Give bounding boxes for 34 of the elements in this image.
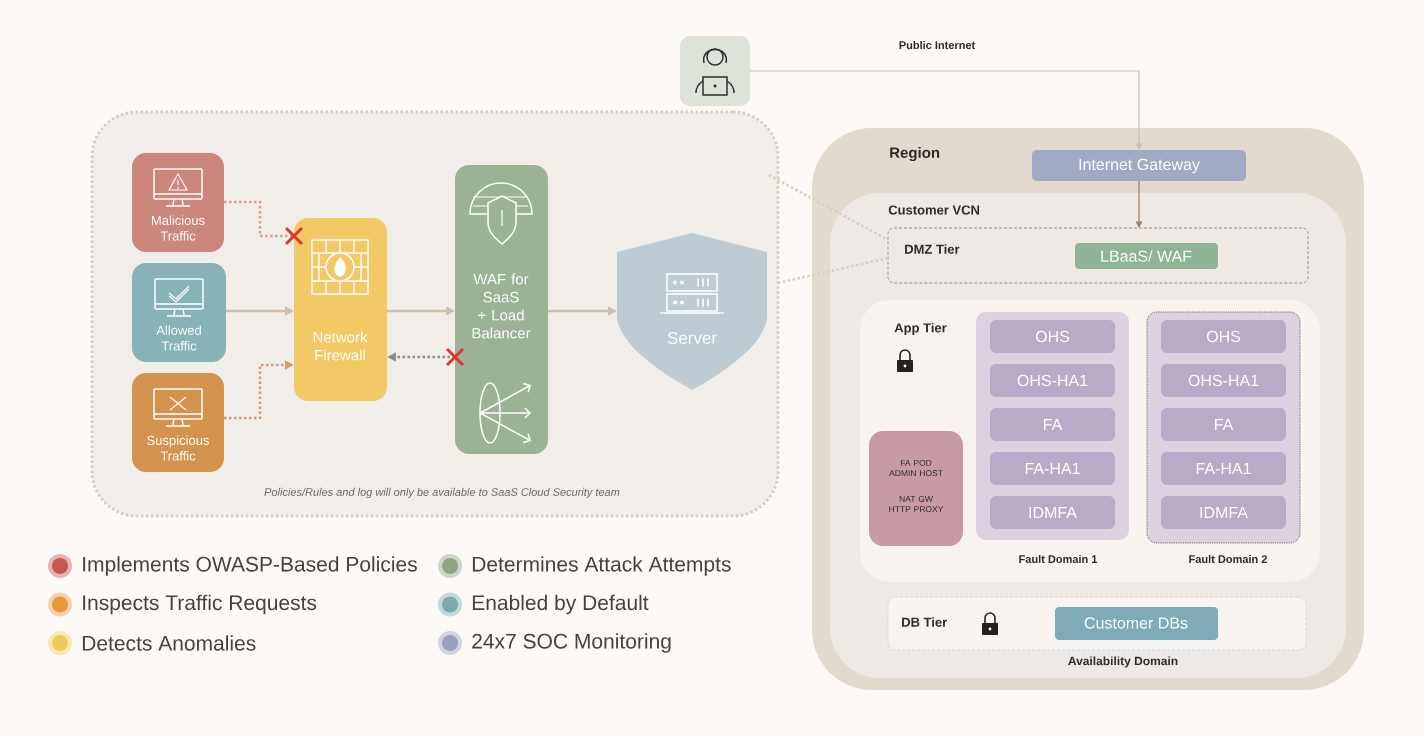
traffic-box: Suspicious Traffic <box>132 373 224 472</box>
server-shield: Server <box>617 233 767 390</box>
legend-text: 24x7 SOC Monitoring <box>472 633 671 653</box>
service-box: LBaaS/ WAF <box>1075 243 1218 269</box>
traffic-box: Malicious Traffic <box>132 153 224 252</box>
server-box: IDMFA <box>1161 496 1286 529</box>
server-box: OHS <box>1161 320 1286 353</box>
server-box: OHS-HA1 <box>990 364 1115 397</box>
arrow <box>749 70 1143 150</box>
node-label: Fault Domain 1 <box>1019 554 1098 564</box>
legend-text: Determines Attack Attempts <box>472 556 731 576</box>
gateway-box: Internet Gateway <box>1032 150 1246 181</box>
server-box: FA-HA1 <box>1161 452 1286 485</box>
waf-box: WAF for SaaS + Load Balancer <box>455 165 548 454</box>
server-box: IDMFA <box>990 496 1115 529</box>
server-box: FA <box>990 408 1115 441</box>
connector-line <box>768 173 889 242</box>
connector-line <box>777 256 889 285</box>
person-icon <box>680 36 750 106</box>
legend-text: Implements OWASP-Based Policies <box>83 556 417 576</box>
database-box: Customer DBs <box>1055 607 1218 640</box>
domain-label: Availability Domain <box>1068 656 1178 668</box>
server-box: OHS <box>990 320 1115 353</box>
traffic-box: Allowed Traffic <box>132 263 226 362</box>
node-label: Fault Domain 2 <box>1189 554 1267 564</box>
legend-text: Enabled by Default <box>472 594 649 615</box>
host-box: FA POD ADMIN HOST NAT GW HTTP PROXY <box>869 431 963 546</box>
network-label: Public Internet <box>899 40 976 50</box>
server-box: OHS-HA1 <box>1161 364 1286 397</box>
legend-text: Inspects Traffic Requests <box>83 594 317 615</box>
server-box: FA-HA1 <box>990 452 1115 485</box>
server-box: FA <box>1161 408 1286 441</box>
connector-line <box>224 200 294 238</box>
legend-text: Detects Anomalies <box>82 635 256 651</box>
